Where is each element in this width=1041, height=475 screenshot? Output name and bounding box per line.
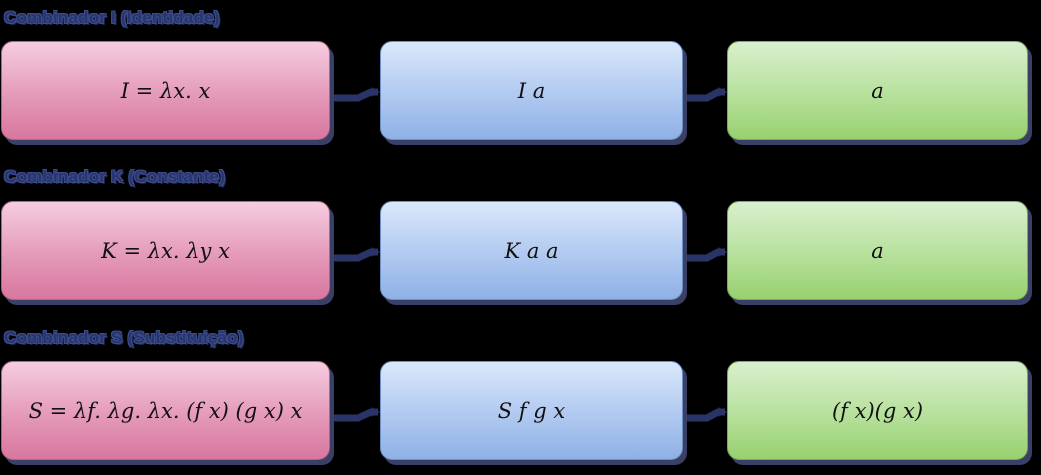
arrow-i-def-to-app bbox=[333, 87, 380, 102]
arrow-k-app-to-result bbox=[686, 247, 727, 262]
result-box-s: (f x)(g x) bbox=[727, 361, 1028, 460]
application-box-i: I a bbox=[380, 41, 683, 140]
section-title-k: Combinador K (Constante) bbox=[4, 167, 226, 186]
section-title-s: Combinador S (Substituição) bbox=[4, 328, 244, 347]
result-box-i: a bbox=[727, 41, 1028, 140]
arrow-k-def-to-app bbox=[333, 247, 380, 262]
arrow-i-app-to-result bbox=[686, 87, 727, 102]
section-title-i: Combinador I (Identidade) bbox=[4, 8, 220, 27]
definition-box-s: S = λf. λg. λx. (f x) (g x) x bbox=[1, 361, 330, 460]
application-box-k: K a a bbox=[380, 201, 683, 300]
application-box-s: S f g x bbox=[380, 361, 683, 460]
arrow-s-def-to-app bbox=[333, 407, 380, 422]
result-box-k: a bbox=[727, 201, 1028, 300]
arrow-s-app-to-result bbox=[686, 407, 727, 422]
definition-box-i: I = λx. x bbox=[1, 41, 330, 140]
definition-box-k: K = λx. λy x bbox=[1, 201, 330, 300]
